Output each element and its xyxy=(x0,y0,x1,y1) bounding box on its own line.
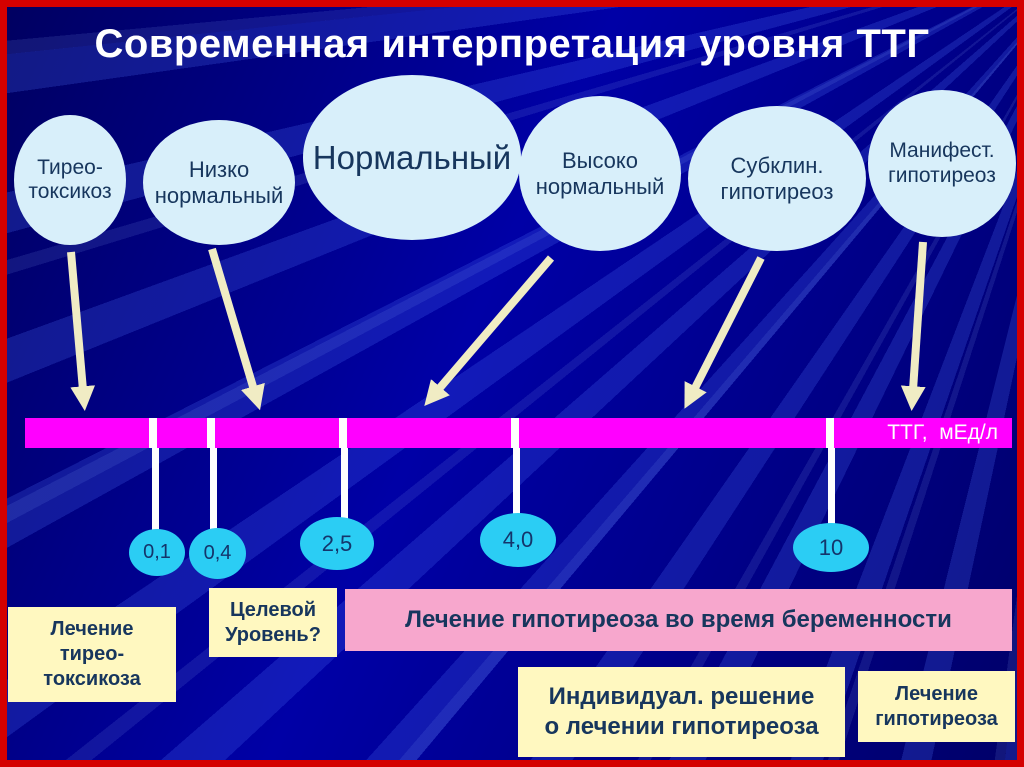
note-thyrotoxicosis-treatment: Лечение тирео- токсикоза xyxy=(8,607,176,702)
arrow-to-thyrotoxic-zone-icon xyxy=(67,251,96,412)
arrow-to-subclinical-zone-icon xyxy=(684,256,765,409)
tick-value-0-4: 0,4 xyxy=(203,542,232,564)
scale-tick-4-0 xyxy=(511,418,519,448)
note-hypothyroidism-treatment: Лечение гипотиреоза xyxy=(858,671,1015,742)
tick-value-bubble-0-1: 0,1 xyxy=(129,529,185,576)
tick-stem-0-1 xyxy=(152,448,159,532)
note-pregnancy-treatment-label: Лечение гипотиреоза во время беременност… xyxy=(405,606,952,633)
tick-stem-2-5 xyxy=(341,448,348,521)
tick-value-2-5: 2,5 xyxy=(321,530,353,556)
tick-value-bubble-4-0: 4,0 xyxy=(480,513,556,567)
note-thyrotoxicosis-treatment-label: Лечение тирео- токсикоза xyxy=(43,618,141,690)
tick-value-bubble-0-4: 0,4 xyxy=(189,528,246,579)
tick-stem-10 xyxy=(828,448,835,527)
scale-tick-2-5 xyxy=(339,418,347,448)
arrow-to-manifest-zone-icon xyxy=(900,241,927,412)
arrow-to-high-normal-zone-icon xyxy=(424,255,555,407)
bubble-subclinical-hypothyroidism-label: Субклин. гипотиреоз xyxy=(720,153,834,204)
bubble-manifest-hypothyroidism: Манифест. гипотиреоз xyxy=(868,90,1016,237)
note-hypothyroidism-treatment-label: Лечение гипотиреоза xyxy=(875,682,998,730)
tick-stem-4-0 xyxy=(513,448,520,517)
note-target-level-label: Целевой Уровень? xyxy=(225,598,321,646)
note-pregnancy-treatment: Лечение гипотиреоза во время беременност… xyxy=(345,589,1012,651)
tick-stem-0-4 xyxy=(210,448,217,530)
bubble-high-normal: Высоко нормальный xyxy=(519,96,681,251)
bubble-low-normal-label: Низко нормальный xyxy=(154,157,284,208)
tick-value-4-0: 4,0 xyxy=(502,527,534,552)
arrow-to-low-normal-zone-icon xyxy=(208,247,265,411)
slide-title: Современная интерпретация уровня ТТГ xyxy=(94,22,930,66)
bubble-low-normal: Низко нормальный xyxy=(143,120,295,245)
bubble-subclinical-hypothyroidism: Субклин. гипотиреоз xyxy=(688,106,866,251)
bubble-normal-label: Нормальный xyxy=(312,138,512,176)
bubble-thyrotoxicosis-label: Тирео- токсикоз xyxy=(28,155,112,203)
tick-value-bubble-10: 10 xyxy=(793,523,869,572)
bubble-thyrotoxicosis: Тирео- токсикоз xyxy=(14,115,126,245)
scale-tick-0-1 xyxy=(149,418,157,448)
bubble-normal: Нормальный xyxy=(303,75,521,240)
bubble-manifest-hypothyroidism-label: Манифест. гипотиреоз xyxy=(888,139,996,187)
tsh-scale-bar: ТТГ, мЕд/л xyxy=(25,418,1012,448)
bubble-high-normal-label: Высоко нормальный xyxy=(535,148,665,199)
tick-value-0-1: 0,1 xyxy=(143,541,171,563)
axis-label: ТТГ, мЕд/л xyxy=(887,421,998,444)
tick-value-bubble-2-5: 2,5 xyxy=(300,517,374,570)
scale-tick-10 xyxy=(826,418,834,448)
note-individual-decision: Индивидуал. решение о лечении гипотиреоз… xyxy=(518,667,845,757)
note-target-level: Целевой Уровень? xyxy=(209,588,337,657)
note-individual-decision-label: Индивидуал. решение о лечении гипотиреоз… xyxy=(544,683,819,740)
scale-tick-0-4 xyxy=(207,418,215,448)
tick-value-10: 10 xyxy=(818,534,844,560)
